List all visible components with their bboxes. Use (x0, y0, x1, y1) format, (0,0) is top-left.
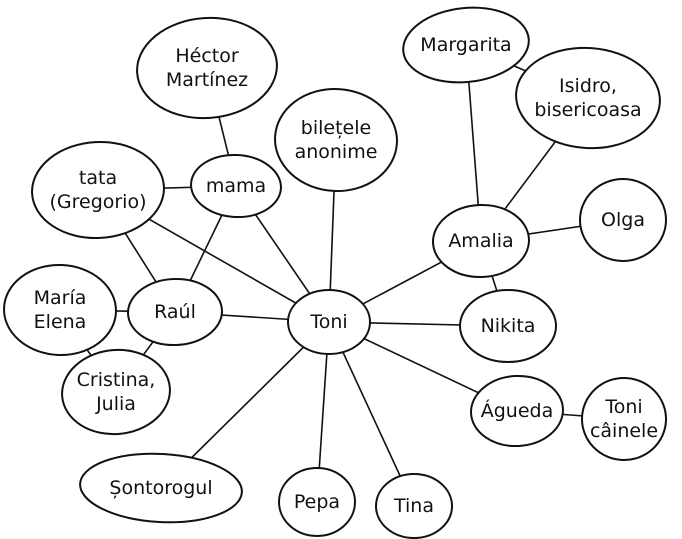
node-blob (127, 277, 223, 347)
node-blob (136, 16, 278, 120)
node-blob (31, 140, 165, 240)
node-blob (274, 87, 398, 193)
node-label: Margarita (420, 34, 511, 56)
node-label: Isidro, (559, 75, 617, 97)
node-raul: Raúl (127, 277, 223, 347)
node-label: Julia (95, 393, 136, 415)
node-blob (470, 374, 564, 448)
node-label: Elena (34, 311, 87, 333)
node-blob (402, 6, 530, 84)
node-blob (515, 46, 661, 150)
node-tata: tata(Gregorio) (31, 140, 165, 240)
node-label: bilețele (301, 117, 371, 139)
node-label: Héctor (175, 45, 238, 67)
node-blob (278, 467, 356, 537)
node-label: Águeda (481, 399, 554, 422)
node-blob (287, 289, 371, 355)
node-label: Martínez (166, 69, 248, 91)
node-agueda: Águeda (470, 374, 564, 448)
node-blob (3, 263, 117, 357)
node-blob (375, 473, 453, 539)
node-label: bisericoasa (534, 99, 641, 121)
node-label: Toni (309, 311, 347, 333)
node-tina: Tina (375, 473, 453, 539)
node-pepa: Pepa (278, 467, 356, 537)
node-label: Pepa (294, 491, 340, 513)
node-label: María (34, 287, 87, 309)
node-isidro: Isidro,bisericoasa (515, 46, 661, 150)
node-olga: Olga (579, 178, 667, 262)
node-toni: Toni (287, 289, 371, 355)
node-blob (79, 452, 243, 524)
node-label: Șontorogul (109, 477, 212, 499)
node-label: Toni (604, 396, 642, 418)
node-blob (432, 203, 530, 279)
node-label: anonime (295, 141, 378, 163)
node-amalia: Amalia (432, 203, 530, 279)
node-layer: HéctorMartínezbilețeleanonimeMargaritaIs… (3, 6, 667, 539)
node-mama: mama (190, 153, 282, 219)
node-label: mama (206, 175, 266, 197)
node-blob (581, 376, 667, 462)
node-label: Nikita (481, 315, 536, 337)
node-label: Cristina, (77, 369, 156, 391)
node-label: Olga (601, 209, 645, 231)
node-blob (459, 289, 557, 363)
node-nikita: Nikita (459, 289, 557, 363)
node-cristina: Cristina,Julia (61, 348, 171, 436)
node-label: tata (79, 167, 117, 189)
node-label: (Gregorio) (49, 191, 146, 213)
node-blob (61, 348, 171, 436)
node-blob (190, 153, 282, 219)
node-blob (579, 178, 667, 262)
node-label: Amalia (448, 230, 513, 252)
node-label: Raúl (154, 301, 196, 323)
node-label: câinele (590, 420, 658, 442)
node-sontorogul: Șontorogul (79, 452, 243, 524)
node-label: Tina (393, 495, 434, 517)
node-margarita: Margarita (402, 6, 530, 84)
